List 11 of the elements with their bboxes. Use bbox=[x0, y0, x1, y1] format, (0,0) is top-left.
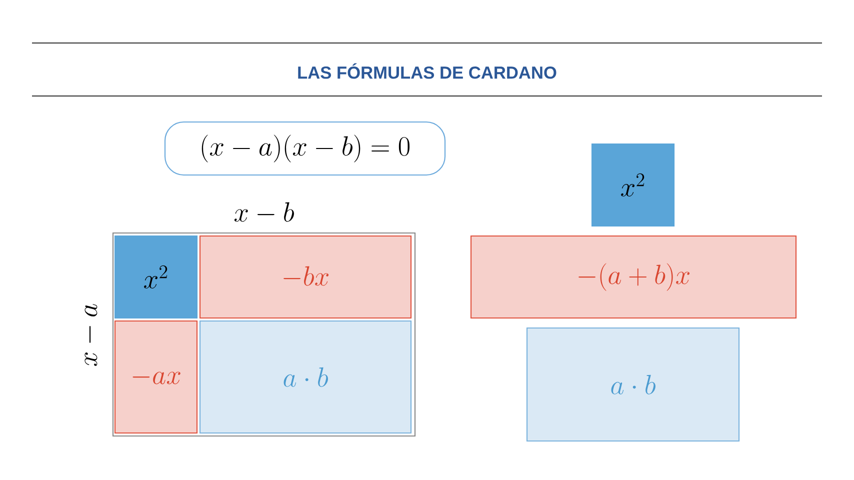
equation-box: $(x-a)(x-b)=0$ bbox=[164, 121, 446, 176]
term-box: $-(a+b)x$ bbox=[470, 235, 797, 319]
side-label: $x-a$ bbox=[84, 304, 98, 366]
term-box: $a\cdot b$ bbox=[199, 320, 412, 434]
term-box: $-bx$ bbox=[199, 235, 412, 319]
side-label: $x-b$ bbox=[234, 202, 294, 222]
square-box: $x^2$ bbox=[591, 143, 675, 227]
title: LAS FÓRMULAS DE CARDANO bbox=[298, 63, 556, 79]
square-box: $x^2$ bbox=[114, 235, 198, 319]
term-box: $-ax$ bbox=[114, 320, 198, 434]
term-box: $a\cdot b$ bbox=[526, 327, 740, 442]
